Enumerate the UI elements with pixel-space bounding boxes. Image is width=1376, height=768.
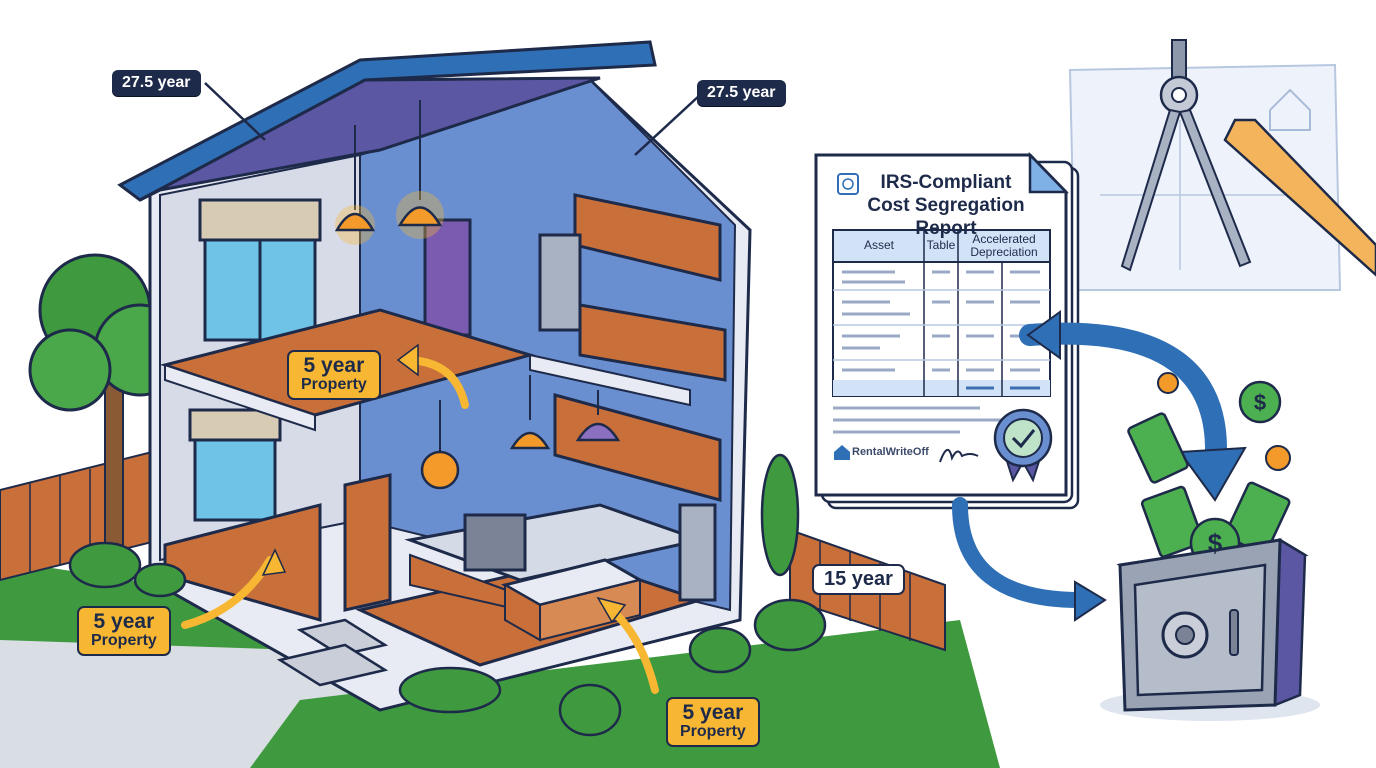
brand-name: RentalWriteOff [852, 446, 929, 458]
window [188, 198, 322, 522]
label-roof-left: 27.5 year [112, 70, 201, 96]
blue-arrow [952, 497, 1088, 608]
label-lower-floor-years: 5 year [93, 610, 155, 633]
dollar-glyph: $ [1254, 390, 1266, 415]
table-header-accelerated-line2: Depreciation [970, 245, 1038, 260]
label-roof-right: 27.5 year [697, 80, 786, 106]
label-upper-floor-type: Property [301, 376, 367, 394]
blue-arrow [1019, 322, 1228, 481]
cabinet [538, 193, 727, 382]
table-header-asset: Asset [863, 238, 894, 252]
banknote-icon [1127, 412, 1291, 558]
report-title-line1: IRS-Compliant [880, 172, 1012, 193]
lawn-front [250, 620, 1000, 768]
table-header-table: Table [926, 238, 956, 252]
leader-line [204, 82, 266, 141]
table-header-accelerated: Accelerated Depreciation [958, 232, 1050, 260]
yellow-arrow [181, 556, 274, 629]
steps [276, 618, 389, 687]
label-lower-floor-type: Property [91, 632, 157, 650]
label-upper-floor: 5 year Property [287, 350, 381, 400]
table-header-accelerated-line1: Accelerated [972, 232, 1036, 246]
brand-logo-icon [834, 445, 850, 460]
report-title-line2: Cost Segregation Report [867, 194, 1025, 239]
lawn-left [0, 560, 300, 650]
roof [139, 76, 601, 202]
label-upper-floor-years: 5 year [303, 354, 365, 377]
shrub [68, 453, 827, 737]
seal-check-icon [993, 408, 1053, 483]
kitchen [404, 393, 722, 642]
signature-icon [939, 449, 979, 463]
dollar-glyph: $ [1208, 528, 1223, 558]
leader-line [634, 94, 701, 156]
label-kitchen: 5 year Property [666, 697, 760, 747]
label-lower-floor: 5 year Property [77, 606, 171, 656]
label-kitchen-years: 5 year [682, 701, 744, 724]
upper-door [423, 218, 472, 337]
report-title: IRS-Compliant Cost Segregation Report [836, 172, 1056, 240]
label-kitchen-type: Property [680, 723, 746, 741]
label-landscaping: 15 year [812, 564, 905, 595]
ruler-icon [1223, 118, 1376, 277]
pendant-lamp-icon [334, 100, 621, 490]
compass-icon [1120, 39, 1252, 272]
irs-seal-icon [837, 173, 859, 195]
safe-icon [1100, 537, 1320, 721]
lower-door [343, 473, 392, 612]
